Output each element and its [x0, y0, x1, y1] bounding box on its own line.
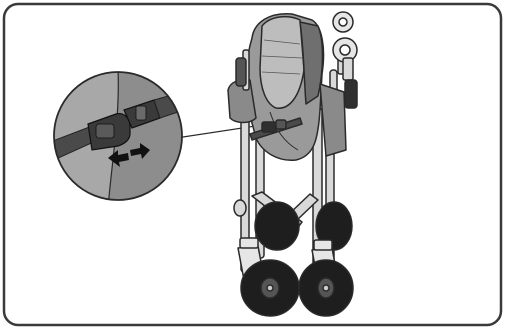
stroller-buckle-strap	[249, 117, 303, 141]
zoom-circle-outline	[53, 71, 183, 201]
stroller-handle	[235, 49, 250, 91]
front-wheels	[240, 259, 354, 317]
folded-top-wheels	[332, 11, 358, 109]
buckle-detail-callout	[53, 71, 183, 201]
arrow-right-icon	[130, 143, 150, 159]
arrow-left-icon	[108, 150, 129, 167]
rear-wheels	[233, 199, 353, 251]
folded-stroller	[227, 11, 358, 317]
